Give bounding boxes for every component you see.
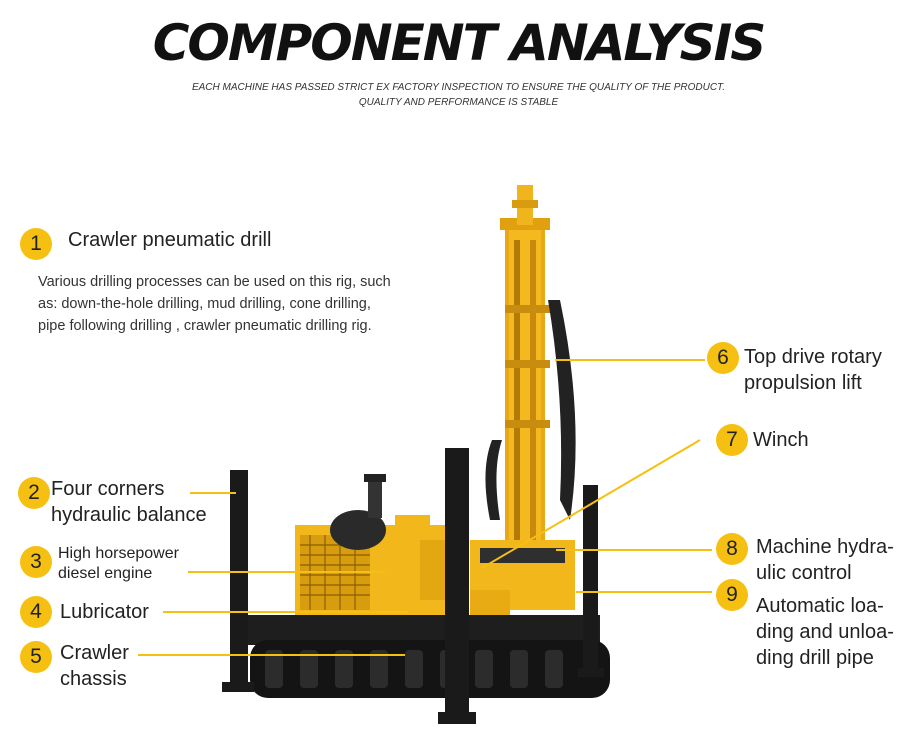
control-panel <box>470 540 575 620</box>
label-line: diesel engine <box>58 565 153 582</box>
label-winch: Winch <box>753 427 809 453</box>
leader-lines <box>138 359 712 656</box>
badge-3: 3 <box>20 546 52 578</box>
label-line: ding drill pipe <box>756 647 874 669</box>
outrigger-legs <box>222 448 604 724</box>
badge-1: 1 <box>20 228 52 260</box>
subtitle-line-1: EACH MACHINE HAS PASSED STRICT EX FACTOR… <box>191 82 726 93</box>
label-crawler-pneumatic-drill: Crawler pneumatic drill <box>68 227 271 253</box>
label-automatic-loading-unloading: Automatic loa- ding and unloa- ding dril… <box>756 593 894 671</box>
label-lubricator: Lubricator <box>60 599 149 625</box>
label-line: Lubricator <box>60 601 149 623</box>
label-line: Top drive rotary <box>744 346 882 368</box>
label-line: Four corners <box>51 478 165 500</box>
mast <box>485 185 576 555</box>
subtitle: EACH MACHINE HAS PASSED STRICT EX FACTOR… <box>0 80 917 110</box>
label-line: Winch <box>753 429 809 451</box>
label-top-drive-rotary-propulsion-lift: Top drive rotary propulsion lift <box>744 344 882 396</box>
subtitle-line-2: QUALITY AND PERFORMANCE IS STABLE <box>358 97 559 108</box>
description: Various drilling processes can be used o… <box>38 271 438 337</box>
label-line: chassis <box>60 668 127 690</box>
label-line: Crawler pneumatic drill <box>68 229 272 251</box>
chassis <box>240 615 610 698</box>
label-crawler-chassis: Crawler chassis <box>60 640 129 692</box>
badge-5: 5 <box>20 641 52 673</box>
badge-9: 9 <box>716 579 748 611</box>
badge-2: 2 <box>18 477 50 509</box>
label-line: Automatic loa- <box>756 595 884 617</box>
description-line-3: pipe following drilling , crawler pneuma… <box>38 318 372 334</box>
label-line: ding and unloa- <box>756 621 894 643</box>
badge-7: 7 <box>716 424 748 456</box>
label-machine-hydraulic-control: Machine hydra- ulic control <box>756 534 894 586</box>
badge-8: 8 <box>716 533 748 565</box>
label-diesel-engine: High horsepower diesel engine <box>58 544 179 584</box>
page-title: COMPONENT ANALYSIS <box>152 14 767 72</box>
label-line: High horsepower <box>58 545 179 562</box>
label-line: propulsion lift <box>744 372 862 394</box>
label-line: ulic control <box>756 562 852 584</box>
description-line-1: Various drilling processes can be used o… <box>38 274 391 290</box>
label-line: Crawler <box>60 642 129 664</box>
label-line: Machine hydra- <box>756 536 894 558</box>
label-four-corners-hydraulic-balance: Four corners hydraulic balance <box>51 476 207 528</box>
label-line: hydraulic balance <box>51 504 207 526</box>
engine-housing <box>295 474 450 620</box>
badge-6: 6 <box>707 342 739 374</box>
badge-4: 4 <box>20 596 52 628</box>
description-line-2: as: down-the-hole drilling, mud drilling… <box>38 296 371 312</box>
